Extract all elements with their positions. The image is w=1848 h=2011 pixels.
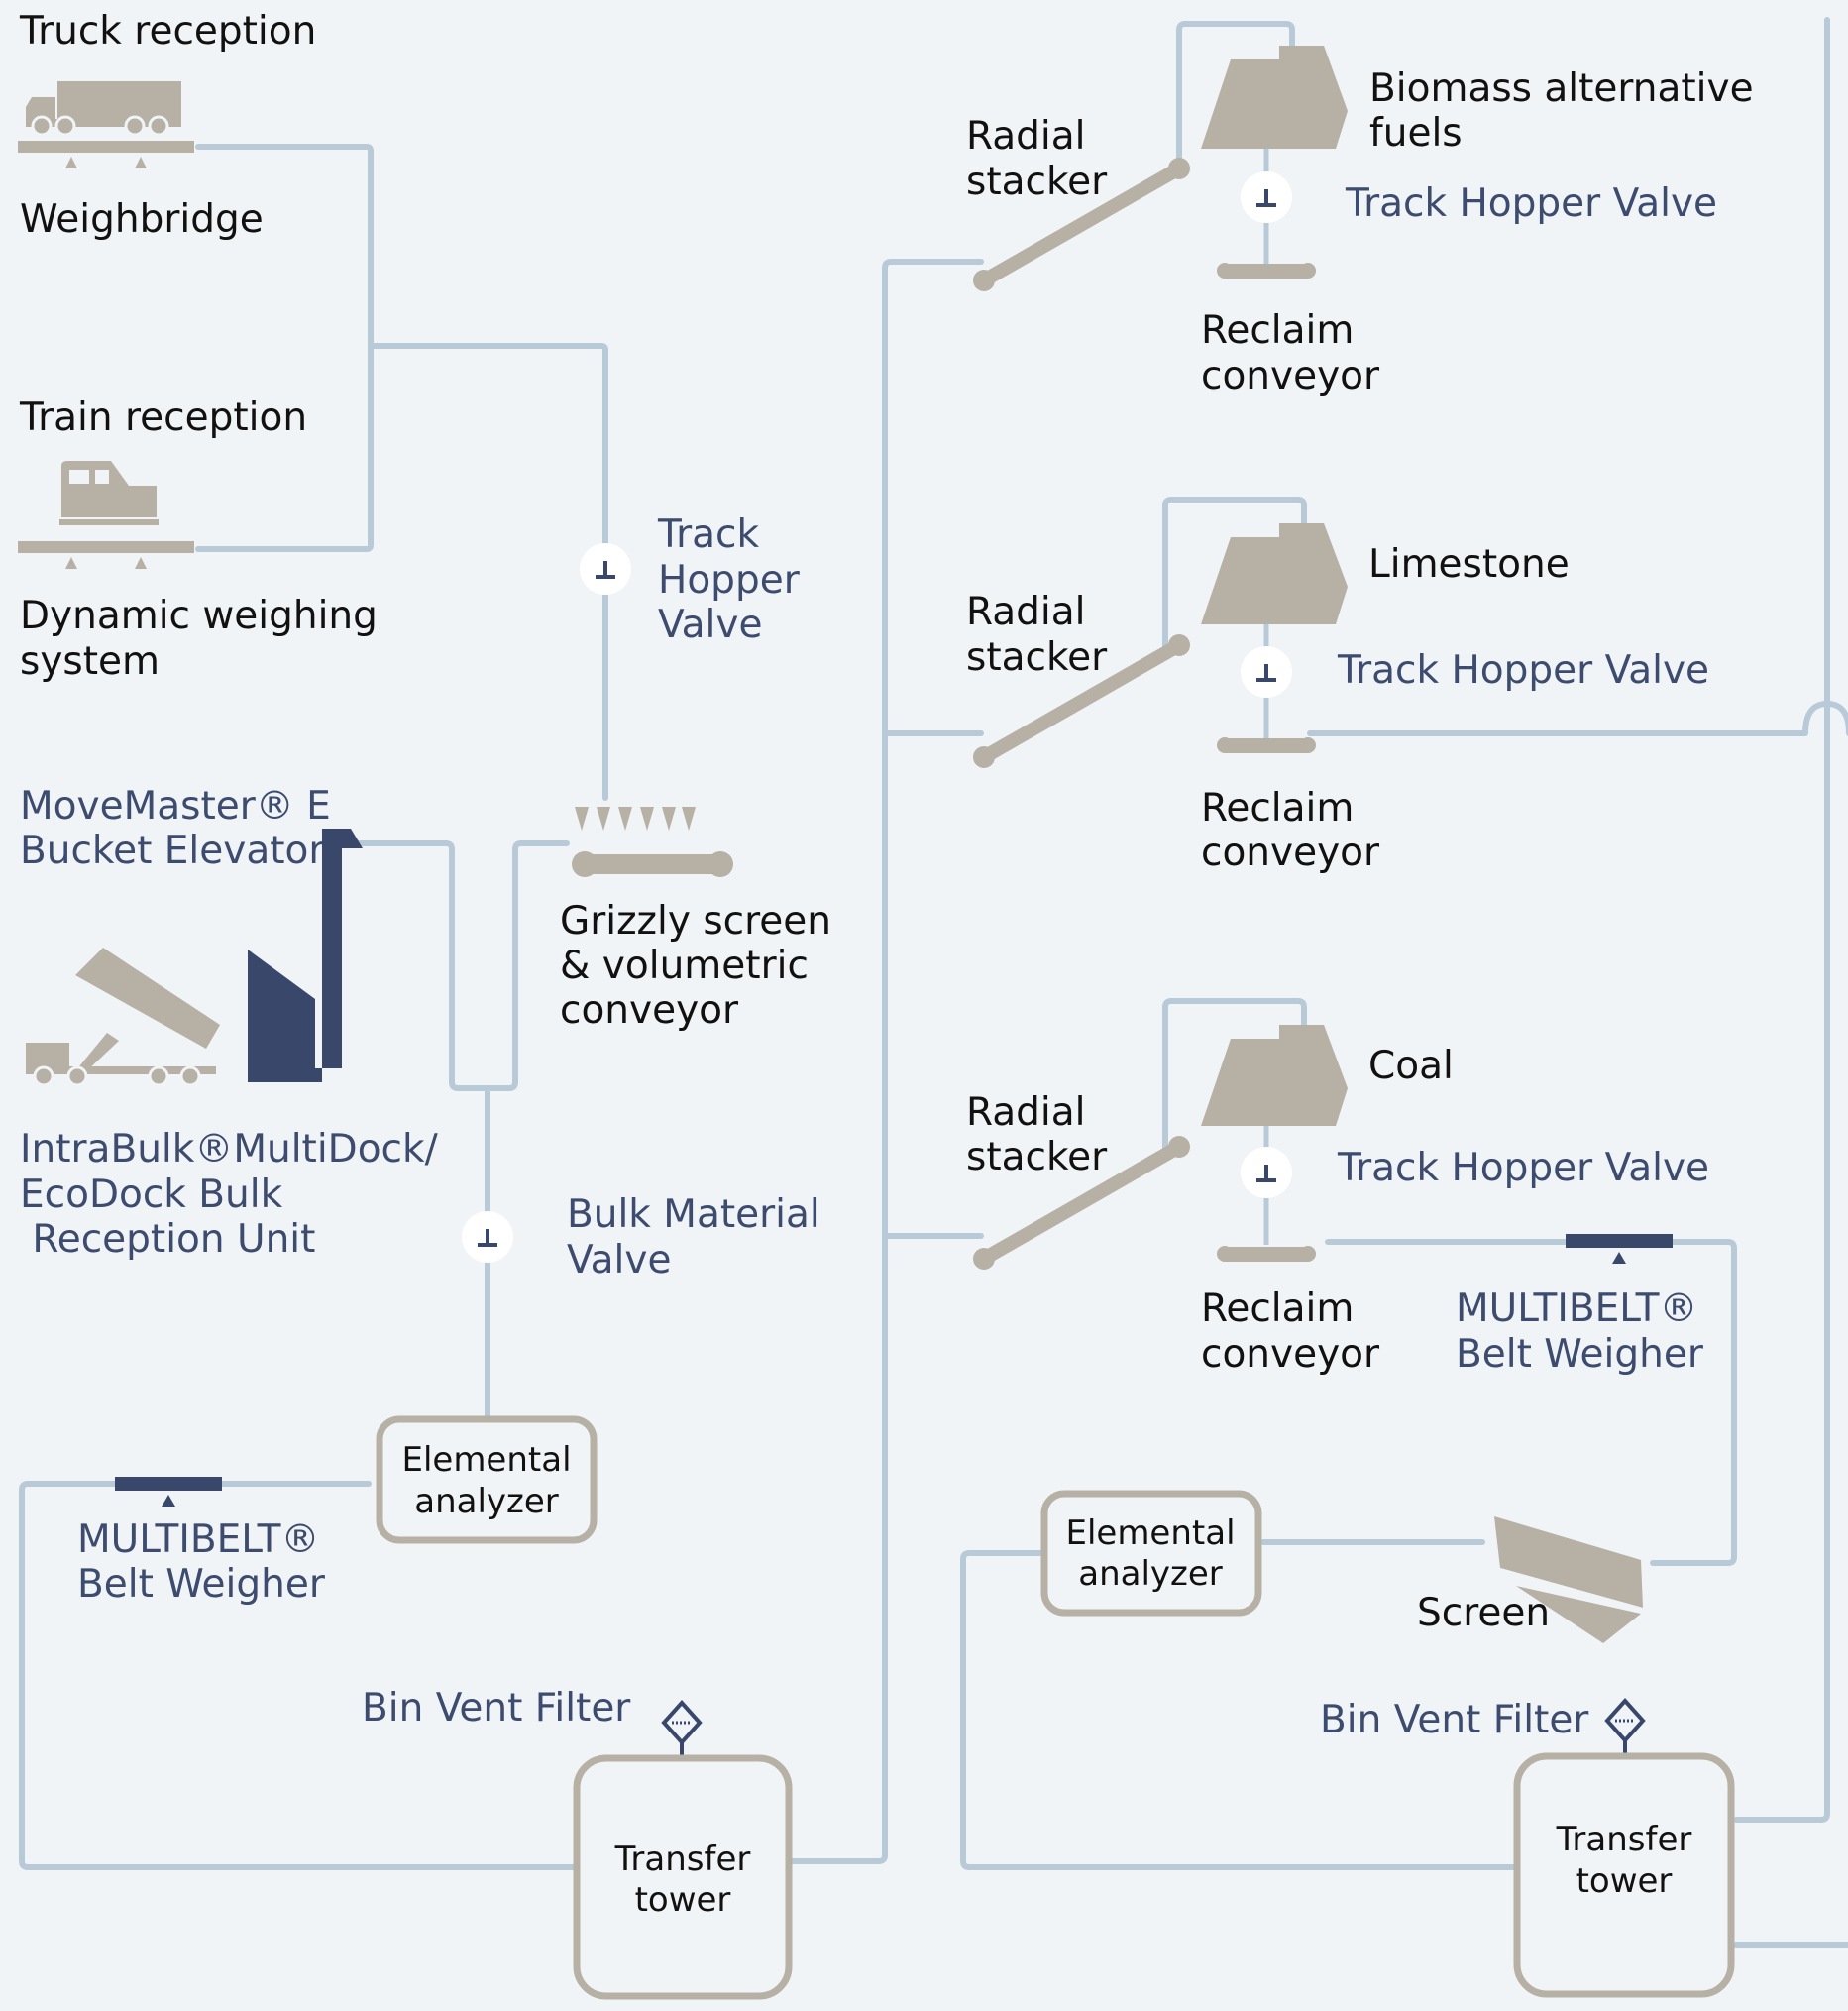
conveyor-icon — [1217, 1246, 1316, 1262]
flow-lines — [19, 17, 1848, 1948]
track-hopper-valve-3-label: Track Hopper Valve — [1337, 1146, 1709, 1190]
bulk-material-valve-label-2: Valve — [567, 1238, 671, 1283]
train-icon — [59, 461, 159, 525]
dump-truck-icon — [26, 948, 220, 1087]
dynamic-weighing-label-1: Dynamic weighing — [20, 594, 378, 638]
transfer-tower-left-label-2: tower — [635, 1880, 731, 1920]
radial-stacker-3-icon — [973, 1136, 1190, 1270]
multibelt-right-label-1: MULTIBELT® — [1456, 1286, 1697, 1331]
radial-stacker-3-label-1: Radial — [966, 1090, 1085, 1135]
intrabulk-label-2: EcoDock Bulk — [20, 1173, 283, 1217]
grizzly-label-1: Grizzly screen — [560, 899, 831, 944]
movemaster-label-1: MoveMaster® E — [20, 784, 331, 829]
bin-vent-filter-icon — [1604, 1698, 1646, 1754]
valve-icon — [1241, 1147, 1292, 1198]
conveyor-icon — [1217, 263, 1316, 279]
screen-label: Screen — [1417, 1591, 1550, 1635]
radial-stacker-3-label-2: stacker — [966, 1135, 1108, 1179]
coal-label: Coal — [1368, 1044, 1454, 1088]
reclaim-conveyor-2-label-2: conveyor — [1201, 831, 1380, 875]
grizzly-label-2: & volumetric — [560, 944, 809, 988]
movemaster-label-2: Bucket Elevator — [20, 829, 325, 873]
multibelt-left-label-2: Belt Weigher — [77, 1562, 326, 1607]
elemental-analyzer-right-label-2: analyzer — [1078, 1554, 1223, 1594]
intrabulk-label-1: IntraBulk®MultiDock/ — [20, 1127, 439, 1172]
grizzly-label-3: conveyor — [560, 988, 739, 1033]
weighbridge-icon — [18, 141, 194, 168]
reclaim-conveyor-2-label-1: Reclaim — [1201, 786, 1354, 831]
elemental-analyzer-left-label-2: analyzer — [414, 1482, 559, 1521]
limestone-label: Limestone — [1368, 542, 1570, 587]
grizzly-screen-icon — [572, 807, 733, 877]
elemental-analyzer-left-label-1: Elemental — [401, 1440, 571, 1480]
biomass-label-2: fuels — [1369, 111, 1463, 156]
transfer-tower-left-box — [573, 1754, 793, 2000]
radial-stacker-2-label-1: Radial — [966, 590, 1085, 634]
bin-vent-filter-right-label: Bin Vent Filter — [1320, 1698, 1589, 1742]
valve-icon — [462, 1211, 513, 1263]
elemental-analyzer-right-label-1: Elemental — [1065, 1513, 1235, 1553]
hopper-icon — [1201, 1025, 1348, 1126]
transfer-tower-left-label-1: Transfer — [614, 1840, 751, 1879]
bulk-material-valve-label-1: Bulk Material — [567, 1192, 820, 1237]
radial-stacker-2-icon — [973, 634, 1190, 768]
hopper-icon — [1201, 523, 1348, 624]
track-hopper-valve-1-label: Track Hopper Valve — [1345, 181, 1717, 226]
transfer-tower-right-label-1: Transfer — [1556, 1820, 1692, 1859]
transfer-tower-right-box — [1513, 1752, 1735, 1998]
elemental-analyzer-right-box — [1040, 1490, 1262, 1617]
intrabulk-label-3: Reception Unit — [20, 1217, 315, 1262]
hopper-icon — [1201, 46, 1348, 149]
belt-weigher-icon — [1566, 1234, 1673, 1264]
track-hopper-valve-label-1: Track — [657, 512, 759, 557]
reclaim-conveyor-1-label-2: conveyor — [1201, 354, 1380, 398]
train-reception-label: Train reception — [19, 395, 307, 440]
truck-icon — [26, 81, 181, 137]
weighbridge-label: Weighbridge — [20, 197, 264, 242]
bin-vent-filter-icon — [661, 1700, 703, 1756]
track-hopper-valve-label-2: Hopper — [658, 558, 801, 603]
valve-icon — [1241, 171, 1292, 223]
valve-icon — [580, 543, 631, 595]
track-hopper-valve-2-label: Track Hopper Valve — [1337, 648, 1709, 693]
truck-reception-label: Truck reception — [19, 9, 316, 54]
bin-vent-filter-left-label: Bin Vent Filter — [362, 1686, 631, 1731]
transfer-tower-right-label-2: tower — [1576, 1861, 1673, 1901]
valve-icon — [1241, 646, 1292, 698]
reclaim-conveyor-3-label-1: Reclaim — [1201, 1286, 1354, 1331]
radial-stacker-1-label-2: stacker — [966, 160, 1108, 204]
track-hopper-valve-label-3: Valve — [658, 603, 762, 647]
multibelt-left-label-1: MULTIBELT® — [77, 1517, 319, 1562]
radial-stacker-2-label-2: stacker — [966, 635, 1108, 680]
elemental-analyzer-left-box — [376, 1415, 598, 1544]
multibelt-right-label-2: Belt Weigher — [1456, 1332, 1704, 1377]
radial-stacker-1-icon — [973, 158, 1190, 291]
belt-weigher-icon — [115, 1477, 222, 1507]
radial-stacker-1-label-1: Radial — [966, 114, 1085, 159]
dynamic-weighing-icon — [18, 541, 194, 569]
biomass-label-1: Biomass alternative — [1369, 66, 1754, 111]
reclaim-conveyor-1-label-1: Reclaim — [1201, 308, 1354, 353]
dynamic-weighing-label-2: system — [20, 639, 160, 684]
bucket-elevator-icon — [248, 829, 363, 1082]
screen-icon — [1494, 1516, 1644, 1643]
conveyor-icon — [1217, 737, 1316, 753]
reclaim-conveyor-3-label-2: conveyor — [1201, 1332, 1380, 1377]
